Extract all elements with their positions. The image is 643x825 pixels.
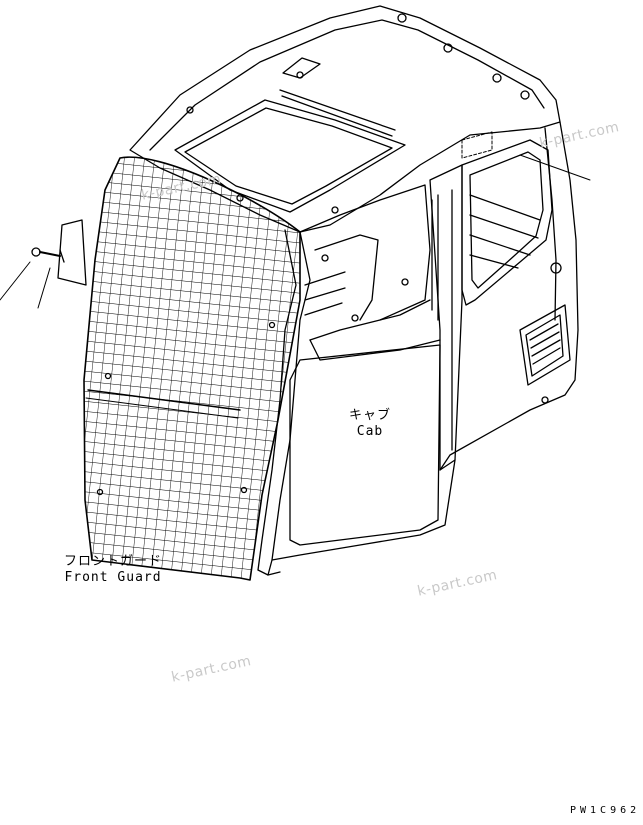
rear-vent xyxy=(519,304,571,386)
front-guard-label-en: Front Guard xyxy=(64,570,162,585)
front-pillar xyxy=(267,231,311,576)
cab-right-side xyxy=(439,121,579,471)
side-window xyxy=(461,139,553,306)
leader-lines xyxy=(0,131,591,309)
cab-body xyxy=(129,5,579,576)
door-frame xyxy=(429,164,463,471)
mounting-bolt xyxy=(31,219,87,286)
front-guard-frame xyxy=(83,156,301,581)
cab-interior xyxy=(299,184,431,341)
drawing-code: PW1C962 xyxy=(570,805,641,816)
cab-label-en: Cab xyxy=(356,424,384,439)
cab-label: キャブ Cab xyxy=(340,408,400,440)
cab-roof-inner xyxy=(149,19,545,151)
roof-bolts xyxy=(186,13,530,214)
cab-label-jp: キャブ xyxy=(348,408,391,423)
front-guard-label-jp: フロントガード xyxy=(63,554,162,569)
sunroof-inner xyxy=(184,107,393,205)
front-guard-label: フロントガード Front Guard xyxy=(58,554,168,586)
cab-floor-opening xyxy=(289,344,441,546)
